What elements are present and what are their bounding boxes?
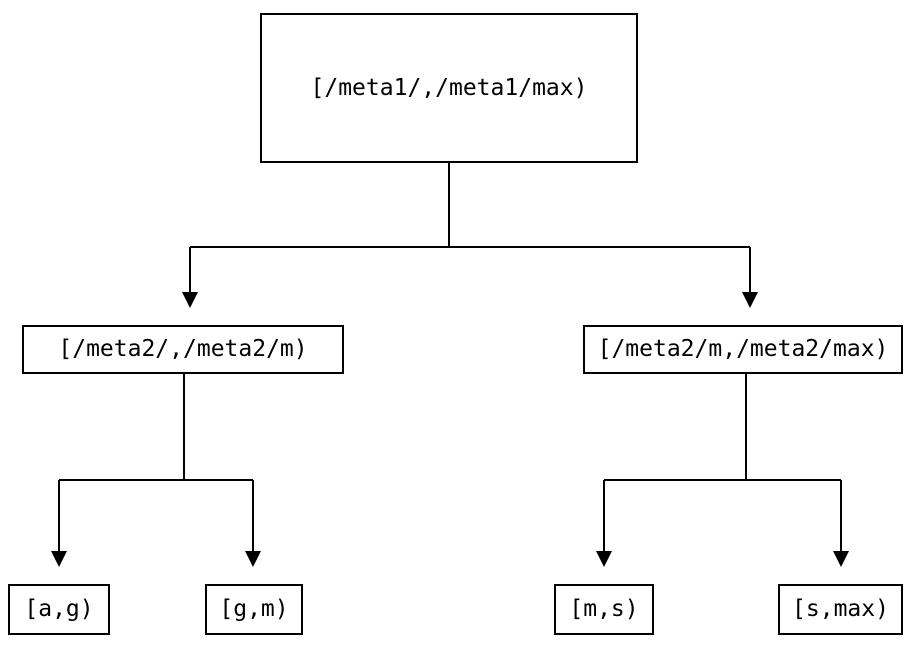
tree-node-leaf-ag: [a,g) <box>8 584 110 635</box>
tree-node-mid-right: [/meta2/m,/meta2/max) <box>583 325 903 374</box>
tree-node-leaf-gm-label: [g,m) <box>219 596 289 622</box>
edge-mid-right-children <box>596 374 849 567</box>
tree-node-root: [/meta1/,/meta1/max) <box>260 13 638 163</box>
arrowhead-icon <box>833 551 849 567</box>
tree-node-leaf-smax-label: [s,max) <box>792 596 889 622</box>
edge-root-children <box>182 163 758 308</box>
tree-node-leaf-ms: [m,s) <box>554 584 654 635</box>
arrowhead-icon <box>182 292 198 308</box>
edge-mid-left-children <box>51 374 261 567</box>
tree-node-leaf-ms-label: [m,s) <box>569 596 639 622</box>
tree-node-mid-right-label: [/meta2/m,/meta2/max) <box>597 336 889 362</box>
tree-node-leaf-gm: [g,m) <box>205 584 303 635</box>
arrowhead-icon <box>596 551 612 567</box>
arrowhead-icon <box>245 551 261 567</box>
tree-node-mid-left-label: [/meta2/,/meta2/m) <box>58 336 308 362</box>
tree-node-leaf-smax: [s,max) <box>778 584 903 635</box>
tree-node-root-label: [/meta1/,/meta1/max) <box>310 74 588 101</box>
arrowhead-icon <box>742 292 758 308</box>
arrowhead-icon <box>51 551 67 567</box>
tree-node-mid-left: [/meta2/,/meta2/m) <box>22 325 344 374</box>
tree-node-leaf-ag-label: [a,g) <box>24 596 94 622</box>
